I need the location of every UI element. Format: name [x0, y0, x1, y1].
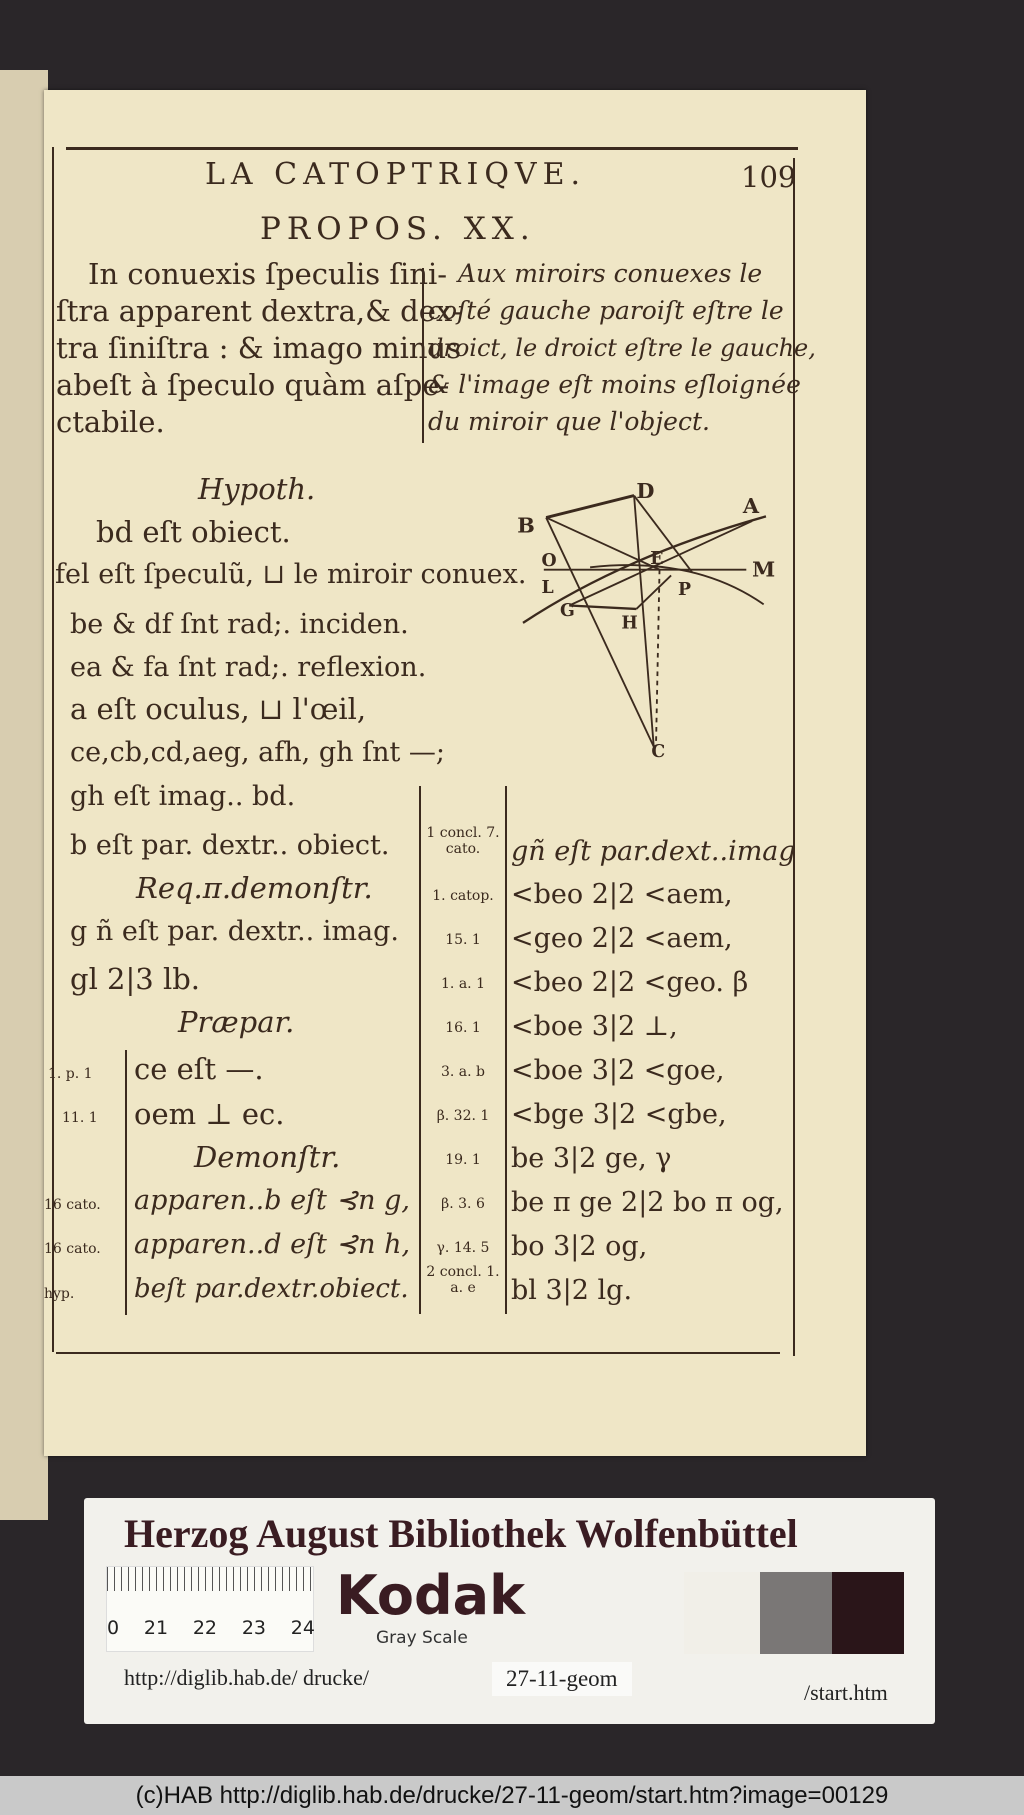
url-right: /start.htm	[804, 1680, 888, 1705]
ruler-label: 23	[241, 1617, 266, 1639]
ruler-label: 0	[107, 1617, 120, 1639]
mirror-arc	[522, 515, 767, 624]
citation-ref: γ. 14. 5	[436, 1240, 490, 1256]
left-frame-rule	[52, 147, 54, 1352]
demonstration-step: <geo 2|2 <aem,	[511, 923, 733, 954]
line-bc	[545, 517, 655, 748]
gray-patch	[760, 1572, 832, 1654]
label-c: C	[651, 742, 665, 762]
top-rule	[66, 147, 798, 150]
page-number: 109	[741, 160, 797, 194]
copyright-footer: (c)HAB http://diglib.hab.de/drucke/27-11…	[0, 1776, 1024, 1815]
demonstration-step: gñ eſt par.dext..imag	[511, 836, 796, 867]
ruler-label: 21	[143, 1617, 169, 1639]
black-patch	[832, 1572, 904, 1654]
line-dc	[633, 495, 655, 747]
label-h: H	[621, 614, 637, 634]
kodak-logo: Kodak	[336, 1564, 525, 1627]
line-be	[545, 516, 660, 571]
shelfmark: 27-11-geom	[492, 1662, 632, 1696]
url-left: http://diglib.hab.de/ drucke/	[124, 1665, 370, 1690]
citation-ref: 19. 1	[445, 1152, 481, 1168]
ruler-label: 24	[290, 1617, 315, 1639]
citation-ref: 15. 1	[445, 932, 481, 948]
citation-ref: 3. a. b	[440, 1064, 486, 1080]
label-a: A	[742, 493, 760, 518]
label-o: O	[542, 551, 557, 571]
scan-reference-card: Herzog August Bibliothek Wolfenbüttel 0 2…	[84, 1498, 935, 1724]
proposition-title: PROPOS. XX.	[260, 211, 536, 247]
facing-page-edge	[0, 70, 48, 1520]
label-b: B	[517, 513, 535, 538]
arc-ep	[589, 564, 765, 606]
label-d: D	[636, 478, 654, 503]
citation-ref: β. 32. 1	[436, 1108, 490, 1124]
citation-ref: 1. catop.	[432, 888, 494, 904]
demonstration-step: <beo 2|2 <aem,	[511, 879, 733, 910]
demonstration-step: <boe 3|2 ⊥,	[511, 1011, 678, 1042]
demonstration-step: be 3|2 ge, γ	[511, 1143, 672, 1174]
running-head: LA CATOPTRIQVE.	[205, 157, 587, 192]
book-page	[44, 90, 866, 1456]
demonstration-step: <beo 2|2 <geo. β	[511, 967, 749, 998]
statement-divider	[422, 268, 424, 443]
line-hf	[635, 574, 672, 610]
demonstration-step: <bge 3|2 <gbe,	[511, 1099, 727, 1130]
ruler-label: 22	[192, 1617, 218, 1639]
institution-name: Herzog August Bibliothek Wolfenbüttel	[124, 1511, 798, 1556]
demonstration-step: <boe 3|2 <goe,	[511, 1055, 725, 1086]
line-gh	[569, 604, 637, 611]
citation-ref: 1. a. 1	[441, 976, 485, 992]
gray-scale-label: Gray Scale	[376, 1628, 468, 1648]
ruler: 0 21 22 23 24	[106, 1566, 315, 1652]
line-ag	[568, 520, 753, 607]
line-df	[633, 495, 693, 573]
citation-ref: 16. 1	[445, 1020, 481, 1036]
demonstration-step: be π ge 2|2 bo π og,	[511, 1187, 784, 1218]
label-m: M	[752, 557, 775, 582]
label-p: P	[678, 580, 691, 600]
ref-column-left-rule	[419, 786, 421, 1314]
citation-ref: β. 3. 6	[441, 1196, 485, 1212]
label-g: G	[560, 601, 575, 621]
dotted-ec	[655, 569, 661, 744]
white-patch	[684, 1572, 760, 1654]
label-e: E	[650, 549, 663, 569]
right-frame-rule	[793, 158, 795, 1356]
citation-ref: 2 concl. 1. a. e	[426, 1264, 500, 1296]
left-ref-divider	[125, 1050, 127, 1315]
ref-column-right-rule	[505, 786, 507, 1314]
demonstration-step: bo 3|2 og,	[511, 1231, 648, 1262]
citation-ref: 1 concl. 7. cato.	[426, 825, 500, 857]
demonstration-step: bl 3|2 lg.	[511, 1275, 633, 1306]
line-bd	[545, 494, 635, 519]
label-l: L	[542, 578, 554, 598]
bottom-rule	[56, 1352, 780, 1354]
gray-patches	[684, 1572, 904, 1654]
